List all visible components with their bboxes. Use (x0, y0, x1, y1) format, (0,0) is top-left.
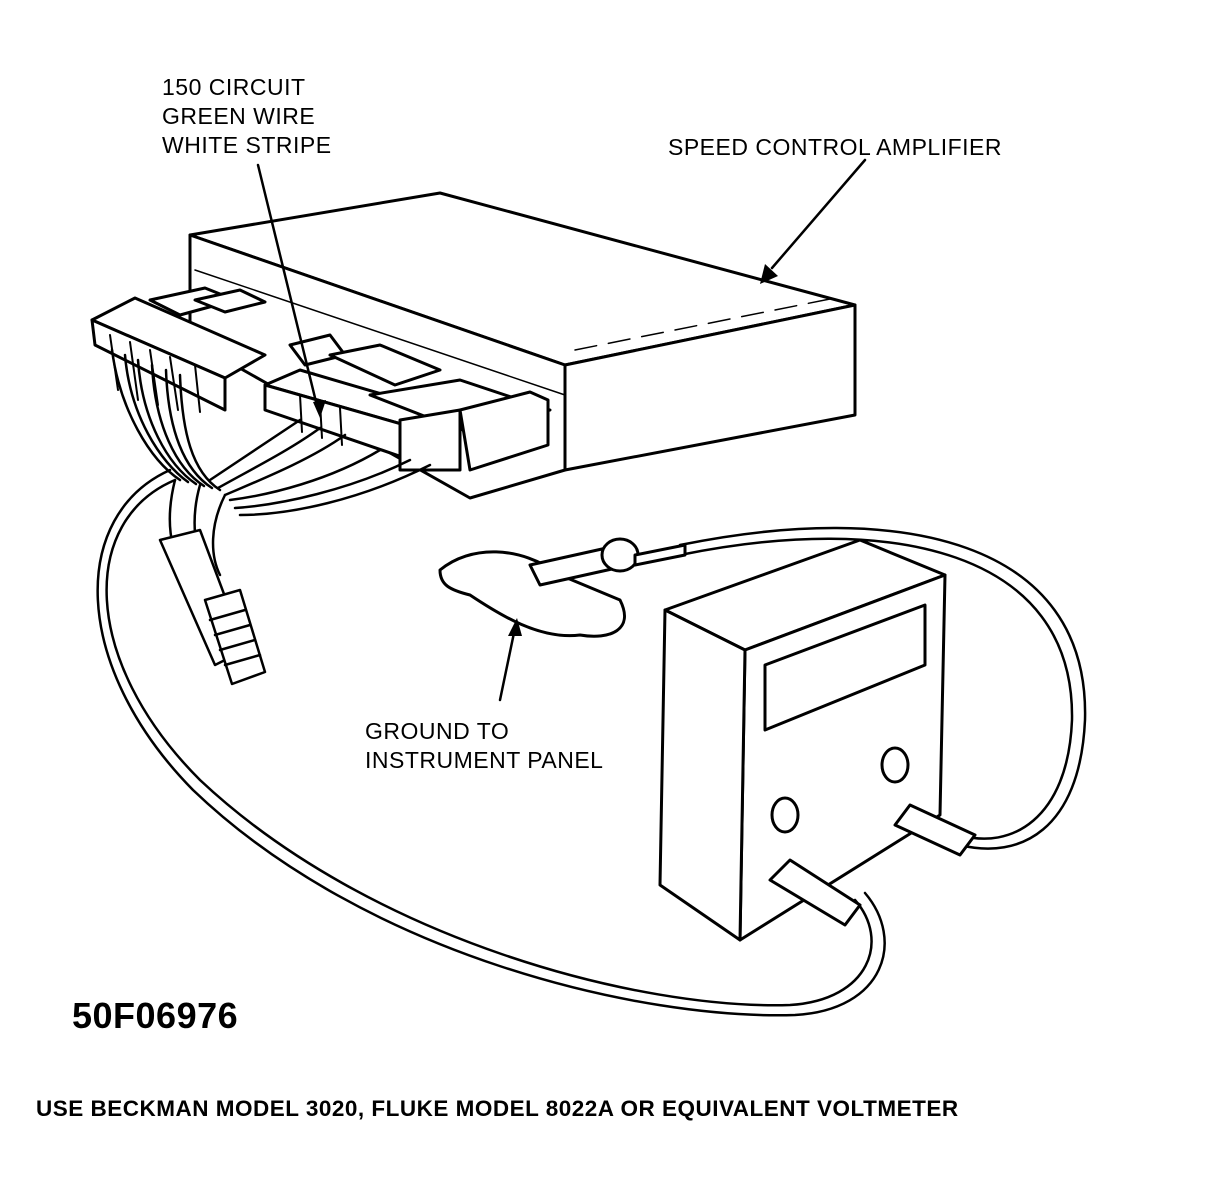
ground-label-line-2: INSTRUMENT PANEL (365, 747, 604, 773)
amplifier-leader (770, 158, 867, 270)
harness-plug (203, 588, 267, 686)
meter-lead-right (678, 526, 1087, 850)
wire-label-line-1: 150 CIRCUIT (162, 74, 306, 100)
wiring-connector (90, 286, 552, 472)
jack-right (880, 746, 910, 784)
wire-harness (110, 348, 432, 686)
wire-label-line-2: GREEN WIRE (162, 103, 316, 129)
wire-label: 150 CIRCUIT GREEN WIRE WHITE STRIPE (162, 73, 332, 160)
voltmeter (658, 538, 977, 942)
amplifier-label: SPEED CONTROL AMPLIFIER (668, 134, 1002, 160)
ground-leader (498, 626, 517, 702)
voltmeter-display (763, 603, 927, 732)
probe-right (893, 803, 977, 857)
ground-label: GROUND TO INSTRUMENT PANEL (365, 717, 603, 775)
instrument-panel-piece (438, 550, 626, 638)
meter-lead-left (96, 468, 886, 1017)
figure-id: 50F06976 (72, 995, 239, 1036)
voltmeter-side (658, 608, 747, 942)
ground-label-line-1: GROUND TO (365, 718, 510, 744)
probe-left (768, 858, 862, 927)
wire-label-line-3: WHITE STRIPE (162, 132, 332, 158)
caption: USE BECKMAN MODEL 3020, FLUKE MODEL 8022… (36, 1096, 959, 1121)
leader-lines (256, 158, 867, 702)
ground-clip (438, 537, 687, 638)
wire-leader (256, 163, 320, 412)
jack-left (770, 796, 800, 834)
